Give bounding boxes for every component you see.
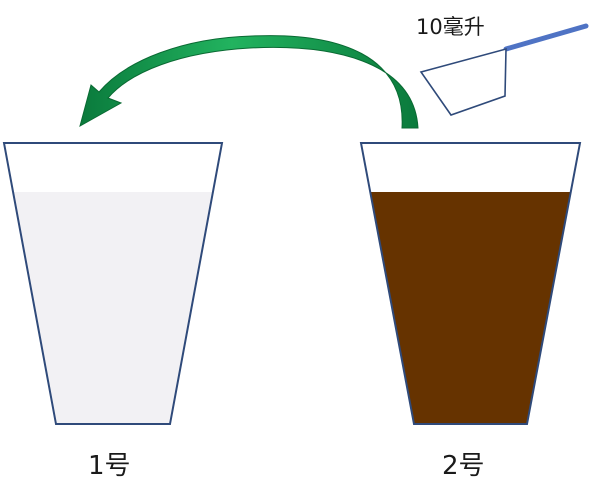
cup-1-outline: [2, 142, 224, 425]
cup-1-liquid: [13, 192, 212, 423]
spoon-volume-label: 10毫升: [416, 15, 485, 39]
transfer-arrow: [79, 35, 419, 129]
cup-2: [359, 142, 582, 425]
cup-2-label: 2号: [442, 451, 485, 481]
spoon-handle: [503, 23, 589, 52]
spoon-scoop: [419, 47, 507, 116]
cup-1-label: 1号: [88, 451, 131, 481]
cup-2-outline: [359, 142, 582, 425]
cup-1: [2, 142, 224, 425]
cup-2-liquid: [370, 192, 571, 424]
measuring-spoon: [419, 23, 589, 116]
